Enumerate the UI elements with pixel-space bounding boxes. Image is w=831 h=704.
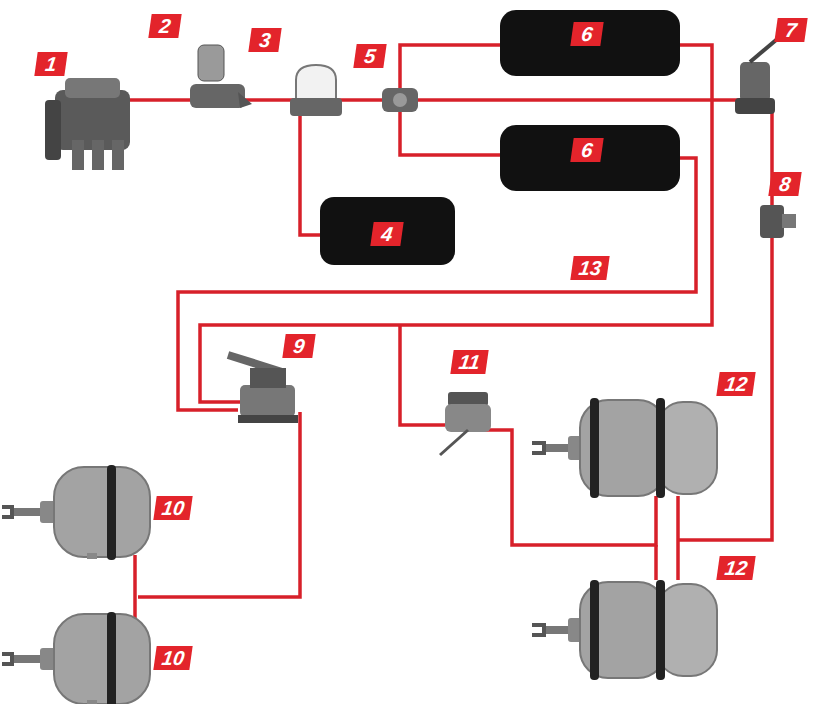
callout-number: 1 bbox=[34, 52, 67, 76]
callout-number: 6 bbox=[570, 138, 603, 162]
unloader-valve-part bbox=[238, 92, 252, 108]
unloader-valve-part bbox=[198, 45, 224, 81]
protection-valve-part bbox=[382, 88, 418, 112]
air-lines bbox=[130, 45, 772, 620]
callout-number: 3 bbox=[248, 28, 281, 52]
relay-valve-11-part bbox=[445, 404, 491, 432]
callout-number: 8 bbox=[768, 172, 801, 196]
air-lines-part bbox=[133, 555, 137, 620]
air-dryer bbox=[290, 65, 342, 116]
spring-brake-chamber-part bbox=[532, 580, 717, 680]
callout-number: 10 bbox=[153, 646, 193, 670]
brake-chamber-part bbox=[2, 465, 150, 560]
reservoir-tank-part bbox=[320, 197, 455, 265]
foot-brake-valve-part bbox=[250, 368, 286, 388]
callout-number: 13 bbox=[570, 256, 610, 280]
hand-brake-valve-part bbox=[735, 98, 775, 114]
air-lines-part bbox=[178, 158, 696, 410]
spring-brake-chamber-part bbox=[532, 398, 717, 498]
relay-valve-8 bbox=[760, 205, 796, 238]
callout-number: 9 bbox=[282, 334, 315, 358]
relay-valve-11-part bbox=[448, 392, 488, 406]
unloader-valve-part bbox=[190, 84, 245, 108]
callout-number: 5 bbox=[353, 44, 386, 68]
callout-number: 11 bbox=[450, 350, 488, 374]
relay-valve-11-part bbox=[440, 430, 468, 455]
protection-valve bbox=[382, 88, 418, 112]
compressor-part bbox=[92, 140, 104, 170]
reservoir-tank bbox=[320, 197, 455, 265]
callout-number: 6 bbox=[570, 22, 603, 46]
compressor bbox=[45, 78, 130, 170]
brake-chamber bbox=[2, 465, 150, 704]
air-lines-part bbox=[300, 100, 322, 235]
compressor-part bbox=[112, 140, 124, 170]
air-dryer-part bbox=[290, 98, 342, 116]
unloader-valve bbox=[190, 45, 252, 108]
reservoir-tank-part bbox=[500, 10, 680, 76]
relay-valve-11 bbox=[440, 392, 491, 455]
callout-number: 10 bbox=[153, 496, 193, 520]
brake-chamber-part bbox=[2, 612, 150, 704]
air-lines-part bbox=[200, 45, 712, 402]
compressor-part bbox=[45, 100, 61, 160]
callout-number: 7 bbox=[774, 18, 807, 42]
callout-number: 4 bbox=[370, 222, 403, 246]
air-dryer-part bbox=[296, 65, 336, 100]
air-lines-part bbox=[676, 496, 680, 580]
callout-number: 12 bbox=[716, 372, 756, 396]
air-lines-part bbox=[138, 412, 300, 597]
relay-valve-8-part bbox=[760, 205, 784, 238]
reservoir-tank-part bbox=[500, 125, 680, 191]
compressor-part bbox=[72, 140, 84, 170]
foot-brake-valve-part bbox=[238, 415, 298, 423]
spring-brake-chamber bbox=[532, 398, 717, 680]
compressor-part bbox=[65, 78, 120, 98]
air-lines-part bbox=[654, 545, 658, 580]
callout-number: 2 bbox=[148, 14, 181, 38]
protection-valve-part bbox=[393, 93, 407, 107]
hand-brake-valve-part bbox=[740, 62, 770, 102]
foot-brake-valve bbox=[228, 355, 298, 423]
callout-number: 12 bbox=[716, 556, 756, 580]
relay-valve-8-part bbox=[782, 214, 796, 228]
reservoir-tank bbox=[500, 10, 680, 191]
air-lines-part bbox=[400, 325, 445, 425]
foot-brake-valve-part bbox=[240, 385, 295, 417]
